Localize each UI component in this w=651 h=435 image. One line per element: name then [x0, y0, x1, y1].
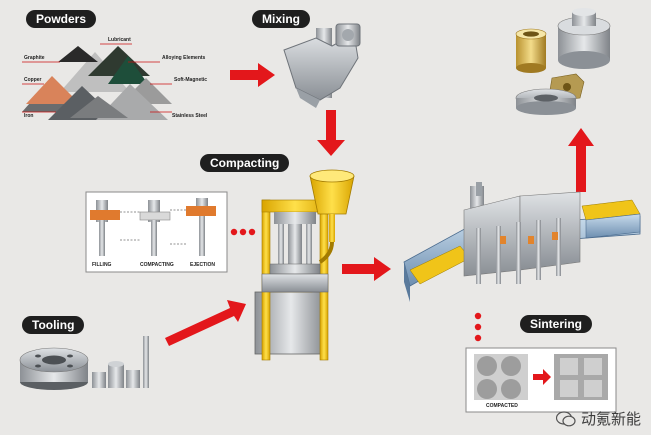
compacting-step-compacting: COMPACTING [140, 262, 174, 268]
tooling-parts [19, 336, 149, 390]
powder-label-iron: Iron [24, 113, 34, 119]
stage-label-sintering: Sintering [520, 315, 593, 333]
powder-label-copper: Copper [24, 77, 42, 83]
powder-label-stainless: Stainless Steel [172, 113, 208, 119]
finished-parts [515, 8, 611, 115]
sintering-furnace [403, 182, 641, 342]
stage-label-mixing: Mixing [252, 10, 310, 28]
sintering-inset [465, 347, 617, 413]
powder-label-soft-magnetic: Soft-Magnetic [174, 77, 208, 83]
chat-bubble-icon [555, 410, 576, 426]
stage-label-compacting: Compacting [200, 154, 290, 172]
powder-label-lubricant: Lubricant [108, 37, 131, 43]
powder-piles [22, 46, 172, 120]
compacting-press [254, 169, 355, 361]
compacting-inset [85, 191, 256, 273]
compacting-step-ejection: EJECTION [190, 262, 216, 268]
sintering-inset-caption: COMPACTED [486, 403, 518, 409]
flow-arrows [165, 63, 594, 346]
watermark-text: 动氪新能 [580, 410, 641, 428]
mixer [283, 23, 361, 108]
powder-leader-lines [22, 43, 172, 113]
stage-label-powders: Powders [26, 10, 97, 28]
stage-label-tooling: Tooling [22, 316, 85, 334]
powder-label-alloying: Alloying Elements [162, 55, 206, 61]
compacting-step-filling: FILLING [92, 262, 112, 268]
powder-label-graphite: Graphite [24, 55, 45, 61]
watermark: 动氪新能 [555, 408, 641, 429]
